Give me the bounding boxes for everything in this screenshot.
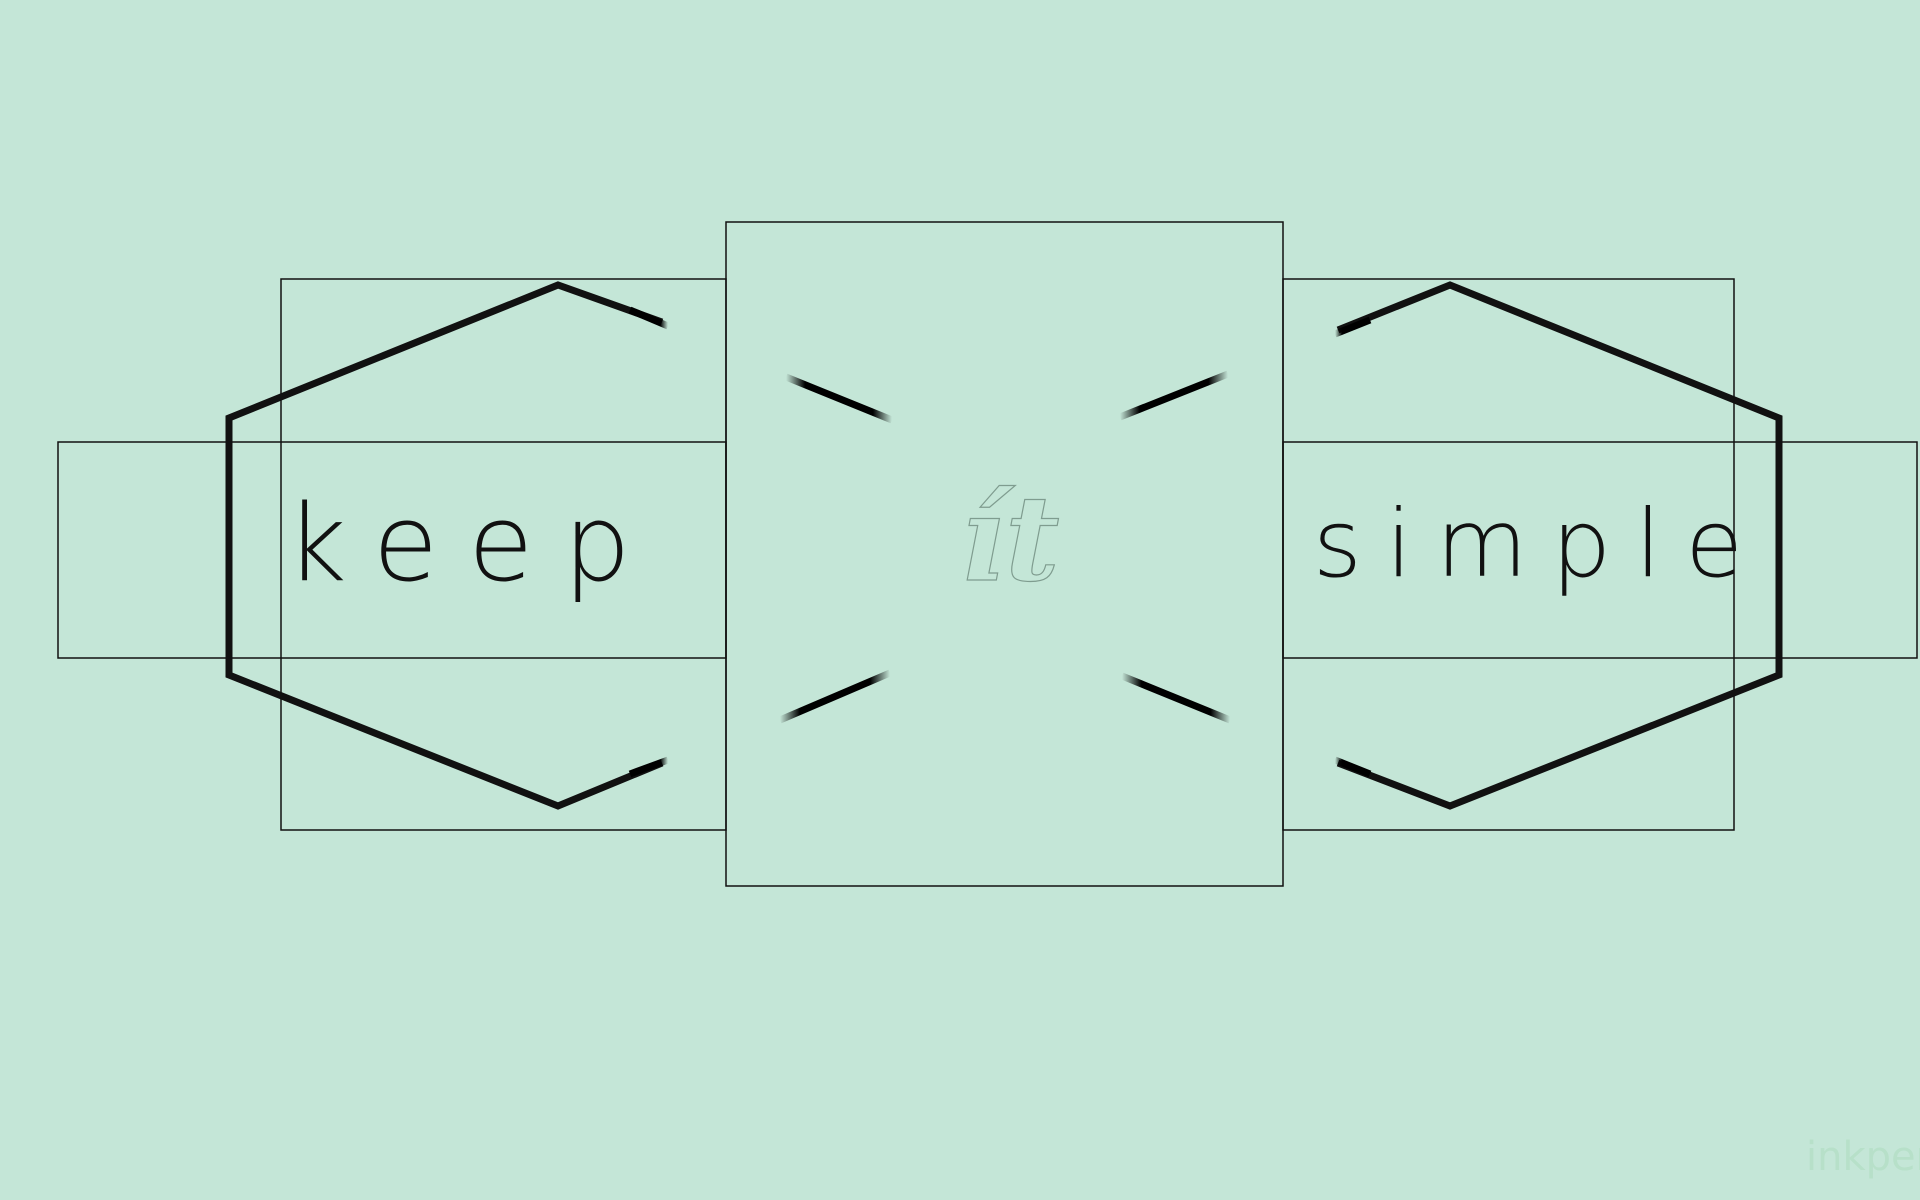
left-hexagon-fade-top (628, 306, 670, 330)
right-hexagon-outline (1336, 281, 1783, 810)
frame-lines (57, 221, 1918, 887)
fragment-bottom-left (778, 669, 892, 724)
watermark-text: inkper (1806, 1134, 1920, 1180)
word-it: ít (960, 469, 1059, 608)
right-hexagon-fade-top (1333, 316, 1372, 338)
fragment-top-right (1118, 370, 1230, 421)
center-square (725, 221, 1284, 887)
center-diagonal-fragments (778, 370, 1232, 724)
right-hexagon-fade-bottom (1333, 756, 1372, 778)
left-hexagon-outline (225, 281, 664, 810)
word-simple: simple (1313, 490, 1767, 599)
word-keep: keep (285, 482, 660, 605)
fragment-bottom-right (1120, 672, 1232, 724)
fragment-top-left (784, 373, 894, 424)
left-hexagon-fade-bottom (628, 756, 670, 778)
